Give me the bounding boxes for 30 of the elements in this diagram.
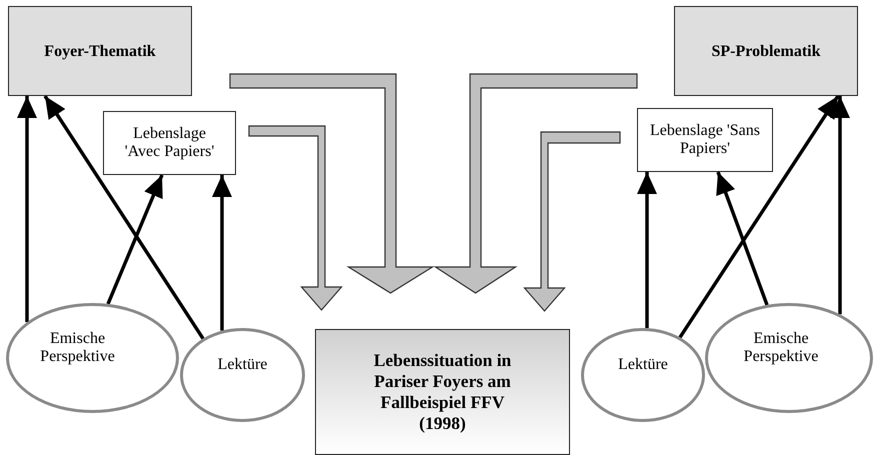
- arrow: [716, 171, 769, 306]
- method-ellipse: [705, 303, 873, 413]
- arrow: [212, 175, 232, 331]
- node-label: Lebenssituation in Pariser Foyers am Fallbeispiel FFV (1998): [372, 350, 512, 434]
- node-label: Emische Perspektive: [742, 330, 820, 366]
- arrow: [830, 96, 850, 314]
- block-arrow: [523, 131, 621, 312]
- node-label: Lebenslage 'Avec Papiers': [124, 125, 216, 161]
- node-label: Emische Perspektive: [39, 330, 116, 366]
- situation-box: [103, 111, 236, 175]
- node-label: Lebenslage 'Sans Papiers': [650, 122, 760, 158]
- block-arrow: [229, 73, 435, 294]
- block-arrow: [433, 73, 638, 294]
- arrow: [106, 174, 164, 305]
- method-ellipse: [180, 328, 305, 422]
- arrow: [17, 96, 37, 322]
- node-label: SP-Problematik: [711, 43, 821, 61]
- node-label: Lektüre: [618, 356, 668, 374]
- node-label: Foyer-Thematik: [44, 43, 156, 61]
- result-box: [315, 329, 570, 455]
- topic-box: [8, 6, 192, 96]
- block-arrow: [248, 125, 343, 311]
- arrow: [678, 95, 840, 338]
- topic-box: [674, 6, 858, 96]
- node-label: Lektüre: [218, 356, 268, 374]
- method-ellipse: [6, 303, 179, 413]
- arrow: [44, 95, 204, 340]
- arrow: [637, 172, 657, 328]
- method-ellipse: [581, 328, 705, 422]
- situation-box: [637, 108, 773, 172]
